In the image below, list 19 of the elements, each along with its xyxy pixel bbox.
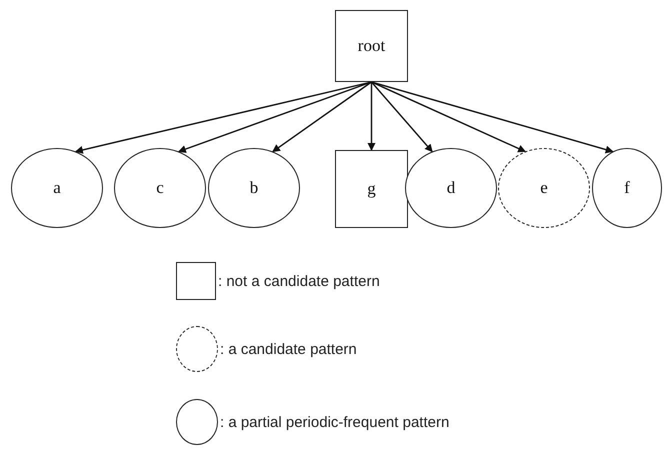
- arrow: [178, 81, 372, 153]
- legend-label: : a partial periodic-frequent pattern: [220, 414, 450, 430]
- arrow: [370, 82, 433, 152]
- node-label: e: [540, 178, 548, 198]
- square-node: [335, 10, 408, 82]
- node-label: f: [624, 178, 630, 198]
- legend-label: : a candidate pattern: [220, 340, 357, 358]
- node-label: root: [358, 36, 386, 56]
- arrow: [371, 81, 526, 152]
- node-label: a: [53, 178, 61, 198]
- legend-label: : not a candidate pattern: [218, 272, 380, 290]
- arrow: [368, 82, 376, 151]
- square-node: [335, 150, 408, 228]
- arrow: [272, 81, 372, 152]
- node-label: c: [156, 178, 164, 198]
- arrow: [371, 81, 614, 154]
- node-label: g: [367, 179, 376, 199]
- node-label: d: [446, 178, 456, 198]
- node-label: b: [250, 178, 258, 198]
